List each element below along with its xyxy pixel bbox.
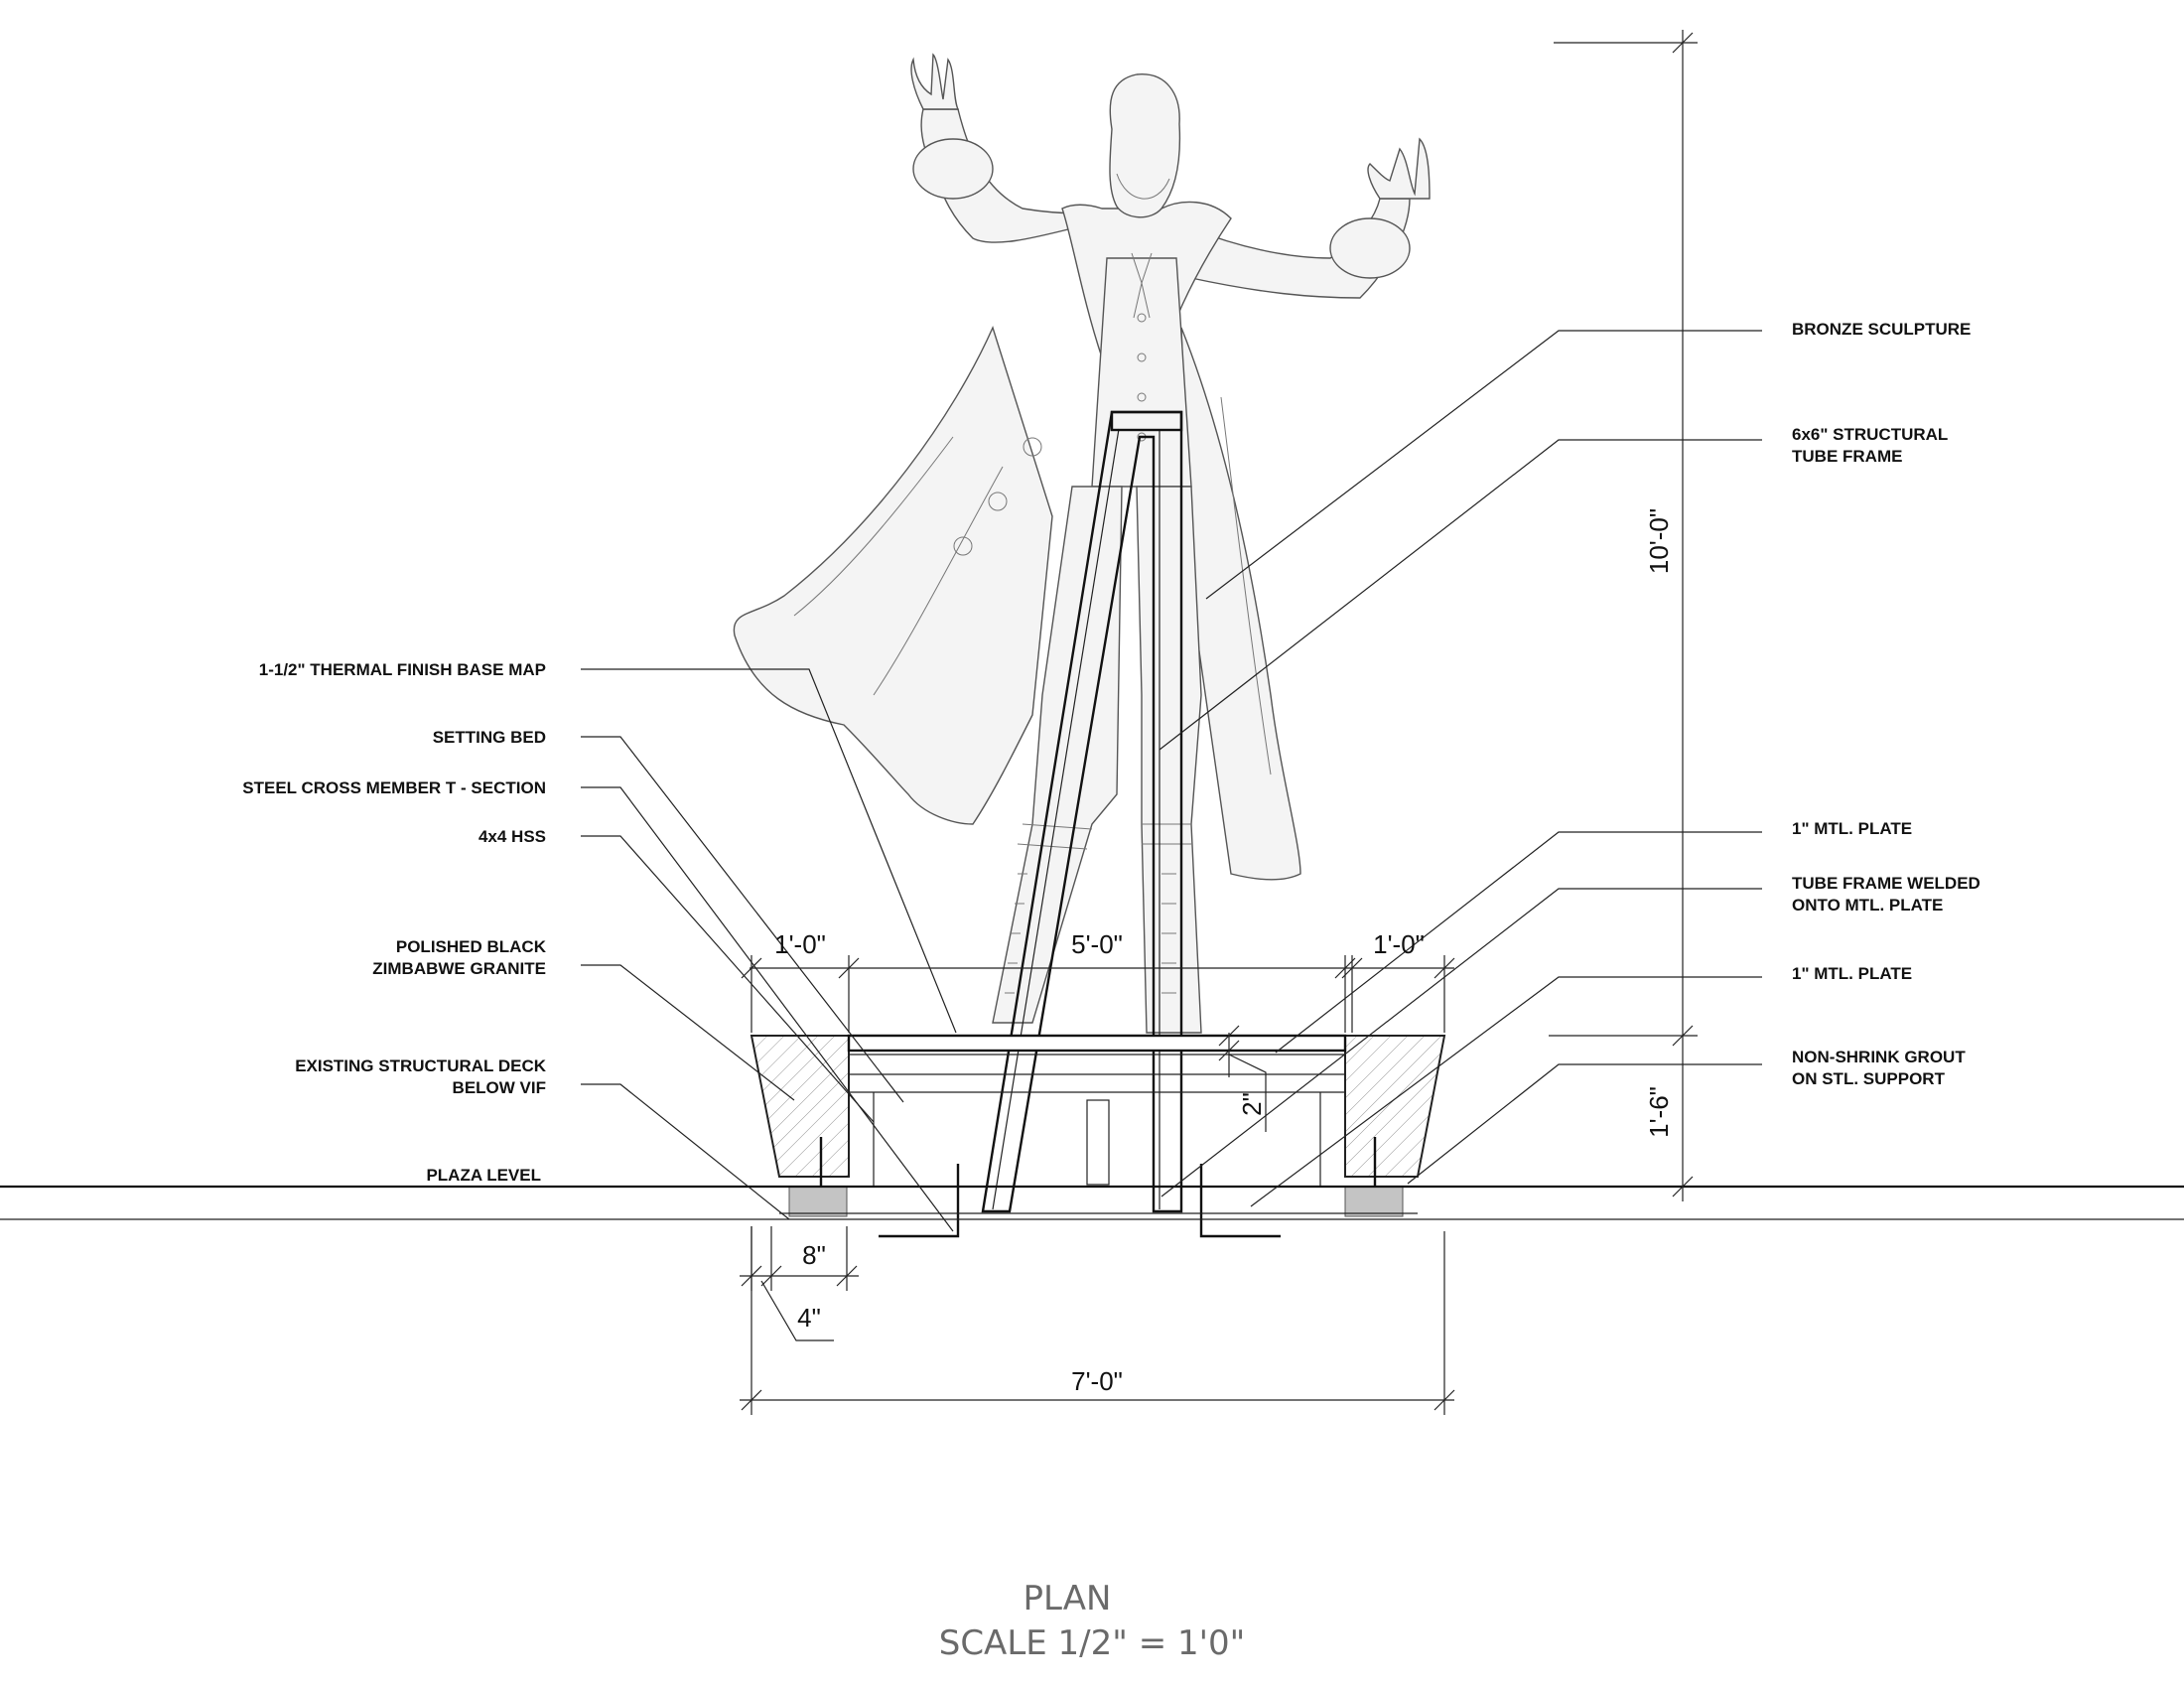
dim-overall-width: 7'-0" xyxy=(1071,1366,1123,1396)
title-plan: PLAN xyxy=(1024,1579,1112,1618)
vertical-dimensions: 10'-0" 1'-6" xyxy=(1549,30,1698,1201)
structural-tube-frame xyxy=(981,410,1183,1213)
dim-left-band: 1'-0" xyxy=(774,929,826,959)
left-callouts: 1-1/2" THERMAL FINISH BASE MAP SETTING B… xyxy=(242,660,957,1232)
label-grout-line1: NON-SHRINK GROUT xyxy=(1792,1048,1966,1066)
drawing-title: PLAN SCALE 1/2" = 1'0" xyxy=(939,1579,1246,1663)
label-granite-line1: POLISHED BLACK xyxy=(396,937,547,956)
dim-offset: 4" xyxy=(797,1303,821,1333)
dim-plate-gap: 2" xyxy=(1237,1092,1267,1116)
label-welded-line1: TUBE FRAME WELDED xyxy=(1792,874,1980,893)
label-grout-line2: ON STL. SUPPORT xyxy=(1792,1069,1946,1088)
label-welded-line2: ONTO MTL. PLATE xyxy=(1792,896,1943,914)
label-granite-line2: ZIMBABWE GRANITE xyxy=(372,959,546,978)
label-mtl-plate-bottom: 1" MTL. PLATE xyxy=(1792,964,1912,983)
granite-base xyxy=(0,1034,2184,1238)
label-deck-line1: EXISTING STRUCTURAL DECK xyxy=(295,1056,547,1075)
label-4x4-hss: 4x4 HSS xyxy=(478,827,546,846)
label-deck-line2: BELOW VIF xyxy=(453,1078,546,1097)
dim-height-total: 10'-0" xyxy=(1644,508,1674,574)
label-thermal-finish: 1-1/2" THERMAL FINISH BASE MAP xyxy=(259,660,546,679)
horizontal-dimensions: 1'-0" 5'-0" 1'-0" 2" 8" 4" 7'-0" xyxy=(740,929,1455,1415)
label-steel-cross-member: STEEL CROSS MEMBER T - SECTION xyxy=(242,778,546,797)
label-tube-frame-line1: 6x6" STRUCTURAL xyxy=(1792,425,1948,444)
dim-height-base: 1'-6" xyxy=(1644,1086,1674,1138)
dim-right-band: 1'-0" xyxy=(1373,929,1425,959)
label-bronze-sculpture: BRONZE SCULPTURE xyxy=(1792,320,1971,339)
label-mtl-plate-top: 1" MTL. PLATE xyxy=(1792,819,1912,838)
title-scale: SCALE 1/2" = 1'0" xyxy=(939,1623,1246,1663)
right-callouts: BRONZE SCULPTURE 6x6" STRUCTURAL TUBE FR… xyxy=(1159,320,1980,1207)
dim-center-span: 5'-0" xyxy=(1071,929,1123,959)
bronze-sculpture-figure xyxy=(733,53,1431,1034)
label-setting-bed: SETTING BED xyxy=(433,728,546,747)
label-plaza-level: PLAZA LEVEL xyxy=(426,1166,541,1185)
dim-footing: 8" xyxy=(802,1240,826,1270)
label-tube-frame-line2: TUBE FRAME xyxy=(1792,447,1902,466)
